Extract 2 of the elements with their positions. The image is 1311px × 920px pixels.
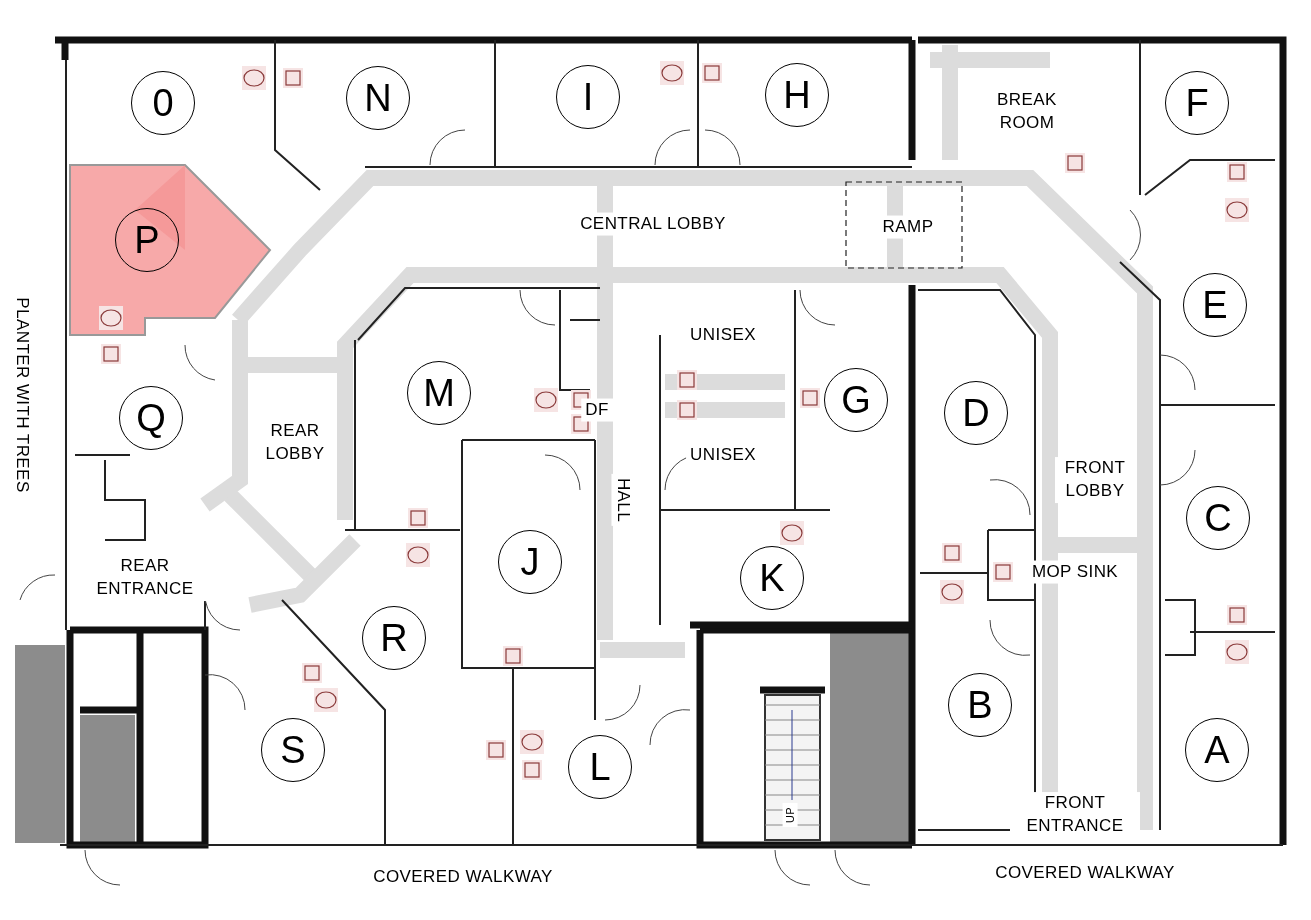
stair-label: UP [782, 803, 798, 827]
fixture-label: DF [581, 398, 613, 422]
